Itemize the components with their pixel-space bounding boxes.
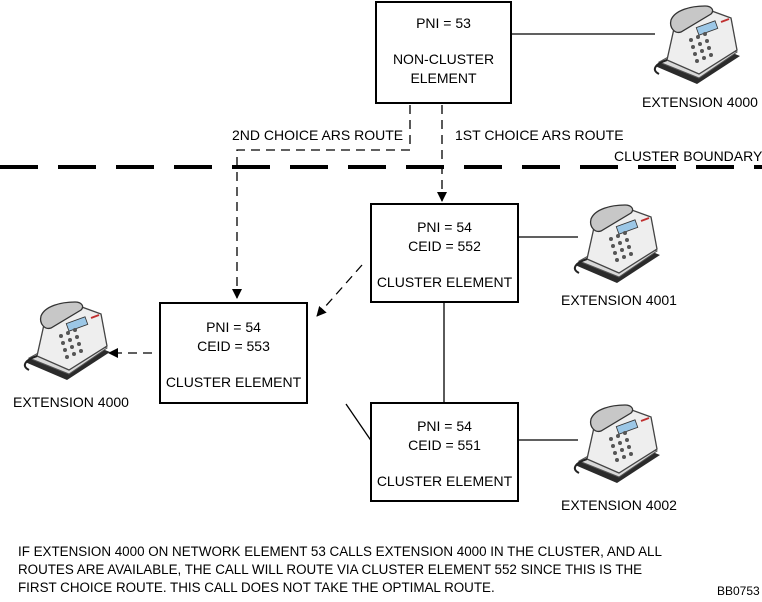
telephone-icon [573,204,660,283]
extension-label-top: EXTENSION 4000 [642,94,758,110]
element-title: CLUSTER ELEMENT [376,274,513,290]
extension-label-left: EXTENSION 4000 [13,394,129,410]
link-553-551 [345,403,373,443]
pni-label: PNI = 54 [417,418,472,434]
ceid-label: CEID = 552 [408,238,481,254]
extension-4002-label: EXTENSION 4002 [561,497,677,513]
cluster-boundary-label: CLUSTER BOUNDARY [614,148,762,164]
cluster-element-553-box: PNI = 54 CEID = 553 CLUSTER ELEMENT [159,302,308,404]
route-552-to-553-path [316,264,363,317]
figure-code: BB0753 [717,584,760,598]
cluster-element-552-box: PNI = 54 CEID = 552 CLUSTER ELEMENT [370,203,519,303]
pni-label: PNI = 54 [417,219,472,235]
route-2nd-choice-path [232,105,411,299]
caption-line: IF EXTENSION 4000 ON NETWORK ELEMENT 53 … [18,544,662,559]
element-title-line2: ELEMENT [410,70,477,86]
cluster-element-551-box: PNI = 54 CEID = 551 CLUSTER ELEMENT [370,402,519,502]
element-title-line1: NON-CLUSTER [392,51,495,67]
route-1st-choice-label: 1ST CHOICE ARS ROUTE [455,127,624,143]
ceid-label: CEID = 553 [197,338,270,354]
route-2nd-choice-label: 2ND CHOICE ARS ROUTE [232,127,404,143]
element-title: CLUSTER ELEMENT [376,473,513,489]
element-title: CLUSTER ELEMENT [165,374,302,390]
pni-label: PNI = 53 [416,15,471,31]
extension-4001-label: EXTENSION 4001 [561,292,677,308]
ceid-label: CEID = 551 [408,437,481,453]
telephone-icon [573,404,660,483]
non-cluster-element-box: PNI = 53 NON-CLUSTER ELEMENT [375,1,512,104]
telephone-icon [653,5,740,84]
caption-line: ROUTES ARE AVAILABLE, THE CALL WILL ROUT… [18,562,643,577]
telephone-icon [23,301,110,380]
diagram-caption: IF EXTENSION 4000 ON NETWORK ELEMENT 53 … [18,543,708,597]
pni-label: PNI = 54 [206,319,261,335]
caption-line: FIRST CHOICE ROUTE. THIS CALL DOES NOT T… [18,580,495,595]
